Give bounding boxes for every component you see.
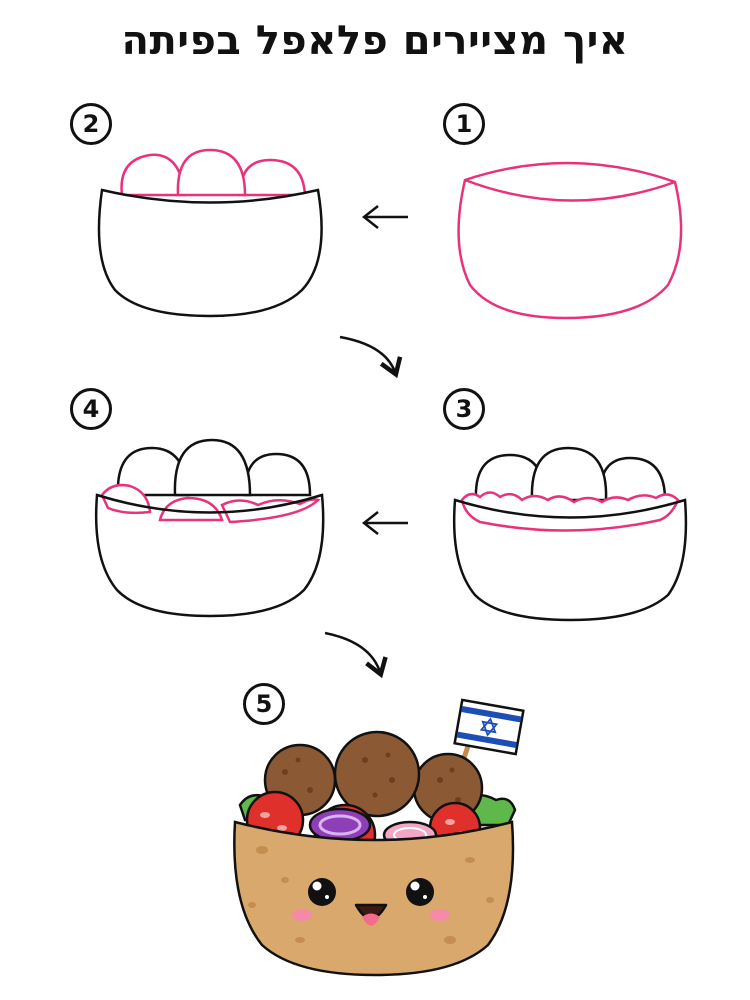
page-title: איך מציירים פלאפל בפיתה xyxy=(121,18,629,64)
left-eye-icon xyxy=(308,878,336,906)
step-number-5: 5 xyxy=(243,683,285,725)
step-1-pita-outline xyxy=(457,161,683,320)
kawaii-face xyxy=(292,878,450,926)
star-of-david-icon xyxy=(479,717,499,737)
step-number-3: 3 xyxy=(443,388,485,430)
step-3-pita xyxy=(452,498,688,622)
right-cheek xyxy=(430,909,450,921)
step-4-pita xyxy=(94,493,325,618)
pita-bread xyxy=(233,820,515,977)
right-eye-icon xyxy=(406,878,434,906)
step-4-tomato-slices xyxy=(100,483,321,524)
curved-arrow-icon xyxy=(324,631,388,679)
arrow-left-icon xyxy=(361,205,408,229)
arrow-left-icon xyxy=(361,511,408,535)
step-number-4: 4 xyxy=(70,388,112,430)
smiling-mouth-icon xyxy=(354,903,388,926)
step-2-pita xyxy=(97,188,323,318)
step-number-1: 1 xyxy=(443,103,485,145)
left-cheek xyxy=(292,909,312,921)
step-4-falafel-balls xyxy=(116,438,312,497)
curved-arrow-icon xyxy=(339,335,403,379)
step-number-2: 2 xyxy=(70,103,112,145)
step-3-filling xyxy=(460,491,680,532)
step-3-falafel-balls xyxy=(474,446,667,502)
step-2-falafel-balls xyxy=(120,148,307,197)
